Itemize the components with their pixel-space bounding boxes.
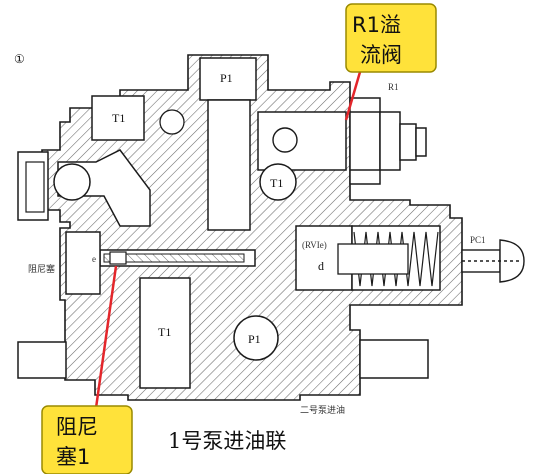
spring-piston [337, 243, 409, 275]
central-spool-bore [207, 99, 251, 231]
figure-number: ① [14, 52, 25, 66]
spring-marking-label: (RVIe) [302, 240, 327, 250]
damper-plug [109, 251, 127, 265]
t1-lower-chamber [139, 277, 191, 389]
left-round-passage [53, 163, 91, 201]
left-lower-flange [17, 341, 67, 379]
upper-left-small-hole [159, 109, 185, 135]
pc1-label: PC1 [470, 235, 486, 245]
t1-upper-left-label: T1 [112, 111, 125, 125]
relief-valve-callout-line2: 流阀 [360, 43, 402, 67]
p1-lower-port [233, 315, 279, 361]
left-upper-cap-inner [25, 161, 45, 213]
damper-callout: 阻尼 塞1 [41, 405, 133, 474]
damper-pointer [94, 265, 118, 409]
p1-top-label: P1 [220, 71, 233, 85]
t1-center-port [259, 163, 297, 201]
damper-plug-side-label: 阻尼塞 [28, 263, 55, 274]
relief-valve-chamber [257, 111, 347, 171]
p1-lower-label: P1 [248, 332, 261, 346]
damper-spool-rod [103, 253, 245, 263]
t1-lower-label: T1 [158, 325, 171, 339]
p1-top-port [199, 57, 257, 101]
e-label: e [92, 254, 96, 264]
right-lower-flange [359, 339, 429, 379]
damper-callout-line2: 塞1 [56, 445, 90, 469]
t1-center-label: T1 [270, 176, 283, 190]
damper-callout-line1: 阻尼 [56, 415, 98, 439]
damper-plug-chamber [65, 231, 101, 295]
t1-upper-left-chamber [91, 95, 145, 141]
relief-valve-callout-line1: R1溢 [352, 13, 401, 37]
pc1-plunger [461, 239, 525, 283]
relief-valve-callout: R1溢 流阀 [345, 3, 437, 73]
d-label: d [318, 259, 324, 273]
relief-valve-pointer [344, 71, 362, 121]
bottom-note-label: 二号泵进油 [300, 404, 345, 415]
relief-valve-cartridge [349, 97, 427, 185]
diagram-title: 1号泵进油联 [168, 429, 286, 453]
relief-valve-port-circle [272, 127, 298, 153]
r1-label: R1 [388, 82, 399, 92]
